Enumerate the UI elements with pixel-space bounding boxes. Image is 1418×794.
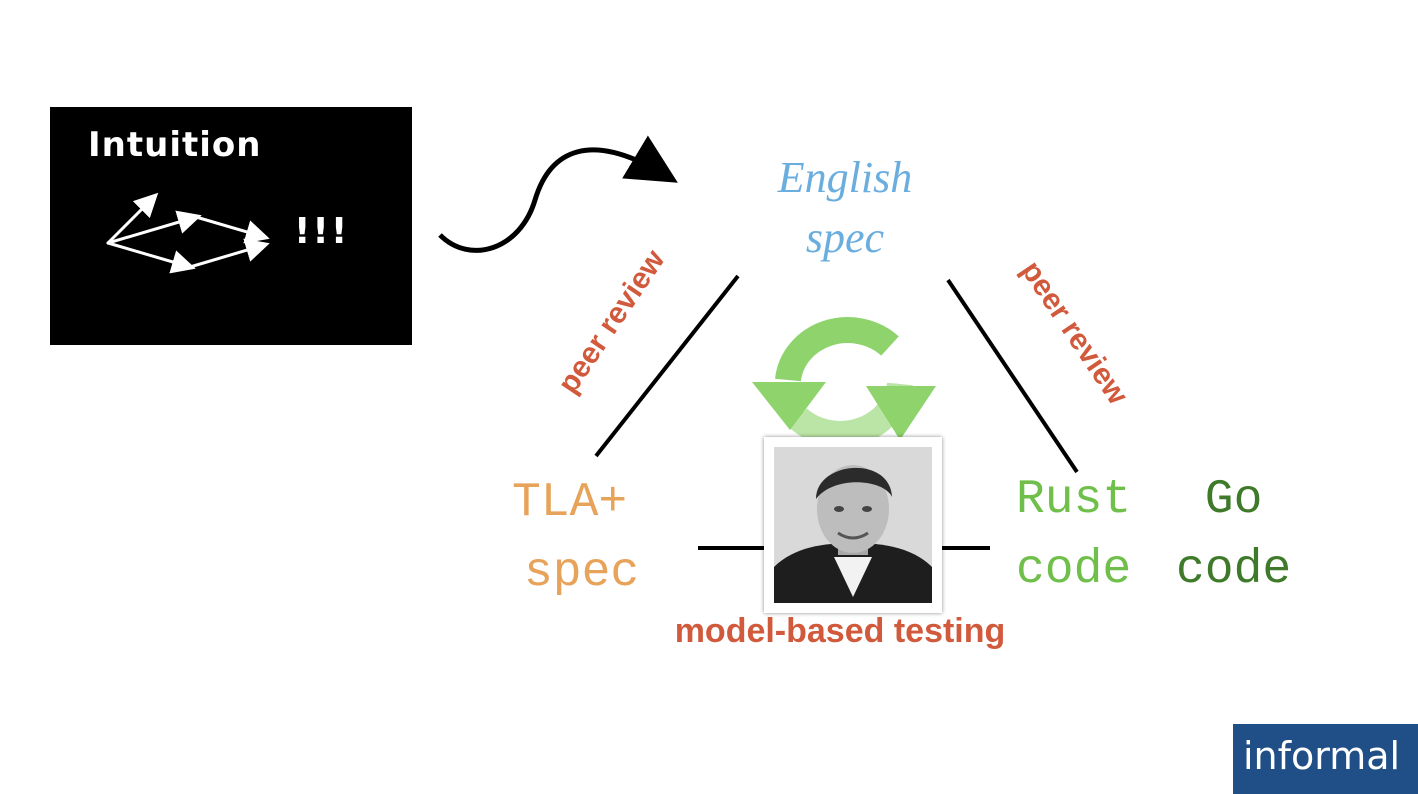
portrait-image <box>774 447 932 603</box>
go-code-label: Go code <box>1176 465 1291 605</box>
logo-text: informal <box>1243 734 1401 778</box>
tla-spec-line2: spec <box>524 546 640 600</box>
model-based-testing-label: model-based testing <box>674 612 1006 650</box>
go-code-line1: Go <box>1204 473 1263 527</box>
right-edge-line <box>946 278 1079 474</box>
rust-code-line2: code <box>1016 543 1132 597</box>
cycle-arrows-icon <box>752 317 936 447</box>
english-spec-line1: English <box>777 153 913 202</box>
rust-code-label: Rust code <box>1016 465 1131 605</box>
exclamation-text: !!! <box>294 211 350 252</box>
tla-spec-label: TLA+ spec <box>512 468 639 608</box>
go-code-line2: code <box>1176 543 1292 597</box>
informal-logo: informal <box>1233 724 1418 794</box>
intuition-title: Intuition <box>88 125 262 165</box>
intuition-arrows-icon <box>106 192 270 274</box>
intuition-panel: Intuition !!! <box>50 107 412 345</box>
curved-arrow-icon <box>438 135 678 253</box>
english-spec-label: English spec <box>730 148 960 268</box>
tla-spec-line1: TLA+ <box>512 476 628 530</box>
english-spec-line2: spec <box>805 213 885 262</box>
rust-code-line1: Rust <box>1016 473 1132 527</box>
left-edge-line <box>594 274 740 458</box>
portrait-photo <box>764 437 942 613</box>
